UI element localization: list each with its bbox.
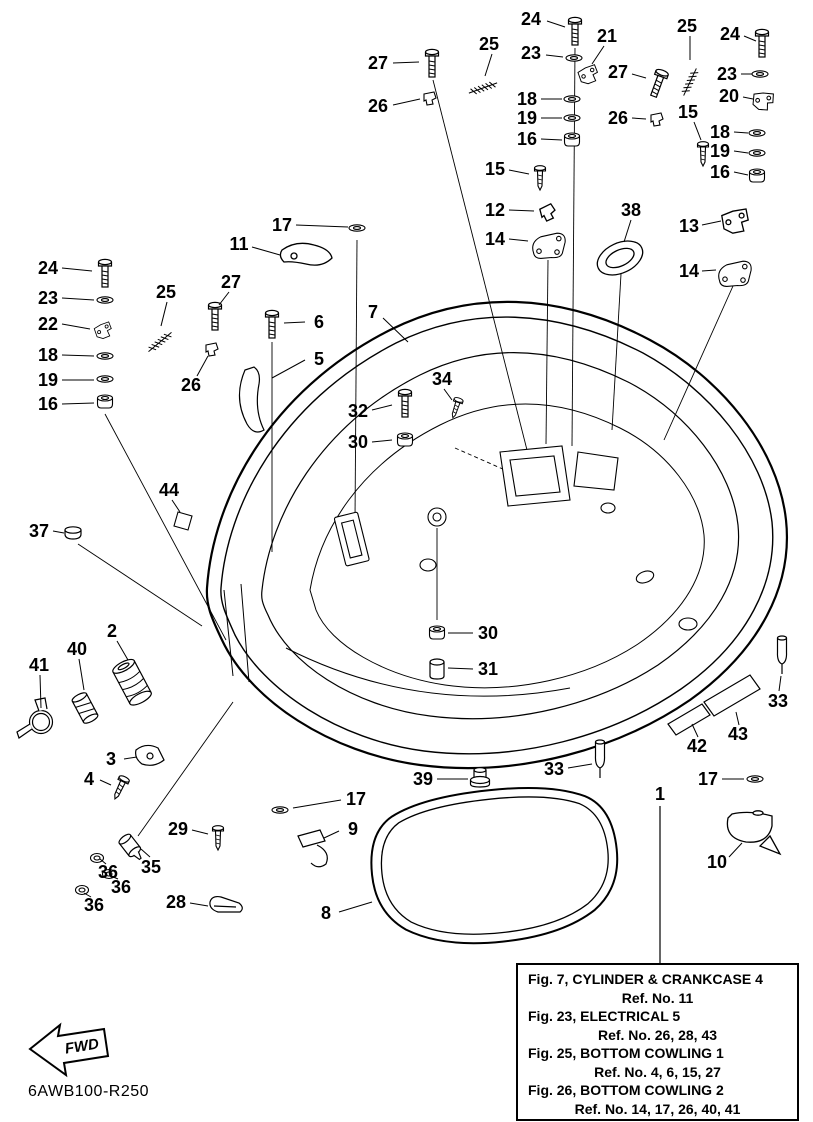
reference-row: Fig. 25, BOTTOM COWLING 1 Ref. No. 4, 6,… bbox=[522, 1044, 793, 1081]
bottom-cowling-outline bbox=[205, 300, 788, 770]
reference-ref-line: Ref. No. 26, 28, 43 bbox=[597, 1026, 718, 1043]
reference-ref-line: Ref. No. 4, 6, 15, 27 bbox=[594, 1063, 721, 1080]
leader-lines bbox=[39, 20, 782, 913]
part-10-bracket bbox=[726, 810, 782, 856]
part-41-clamp bbox=[16, 697, 54, 739]
reference-box: Fig. 7, CYLINDER & CRANKCASE 4 Ref. No. … bbox=[516, 963, 799, 1121]
part-3-bracket bbox=[135, 744, 165, 766]
reference-ref-line: Ref. No. 11 bbox=[621, 989, 694, 1006]
fastener-parts bbox=[16, 16, 788, 913]
fwd-arrow-icon: FWD bbox=[28, 1022, 110, 1078]
part-2-fitting bbox=[112, 658, 152, 706]
part-40-sleeve bbox=[71, 692, 99, 724]
reference-fig-line: Fig. 25, BOTTOM COWLING 1 bbox=[528, 1045, 724, 1061]
part-35-fitting bbox=[118, 833, 142, 861]
reference-row: Fig. 26, BOTTOM COWLING 2 Ref. No. 14, 1… bbox=[522, 1081, 793, 1118]
reference-fig-line: Fig. 7, CYLINDER & CRANKCASE 4 bbox=[528, 971, 763, 987]
part-28-key bbox=[209, 895, 243, 913]
construction-lines bbox=[77, 47, 734, 837]
reference-row: Fig. 7, CYLINDER & CRANKCASE 4 Ref. No. … bbox=[522, 970, 793, 1007]
fwd-label: FWD bbox=[64, 1035, 101, 1057]
part-9-clip bbox=[297, 829, 328, 868]
drawing-code: 6AWB100-R250 bbox=[28, 1083, 150, 1100]
reference-row: Fig. 23, ELECTRICAL 5 Ref. No. 26, 28, 4… bbox=[522, 1007, 793, 1044]
reference-ref-line: Ref. No. 14, 17, 26, 40, 41 bbox=[574, 1100, 741, 1117]
cowling-interior-features bbox=[333, 445, 698, 631]
gasket-part bbox=[370, 786, 619, 945]
part-39-grommet bbox=[469, 767, 491, 788]
reference-fig-line: Fig. 23, ELECTRICAL 5 bbox=[528, 1008, 681, 1024]
part-11-bracket bbox=[279, 242, 333, 266]
reference-fig-line: Fig. 26, BOTTOM COWLING 2 bbox=[528, 1082, 724, 1098]
